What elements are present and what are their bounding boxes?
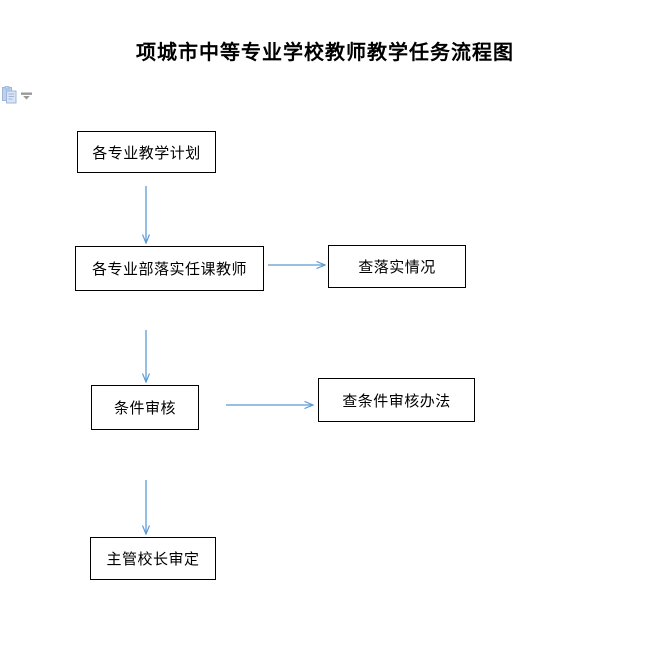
paste-options-clipboard-icon[interactable] [2,86,17,104]
flow-node-check-implementation[interactable]: 查落实情况 [328,245,466,288]
flow-node-label: 各专业部落实任课教师 [91,260,247,278]
flow-node-label: 主管校长审定 [106,550,200,568]
flow-node-label: 查落实情况 [358,258,436,276]
page-title: 项城市中等专业学校教师教学任务流程图 [136,42,514,64]
flow-node-label: 查条件审核办法 [342,391,451,410]
flow-node-label: 各专业教学计划 [92,143,201,162]
flow-node-condition-review[interactable]: 条件审核 [91,385,199,430]
chevron-down-icon[interactable] [21,92,32,100]
paste-options-tag[interactable] [2,86,36,106]
flow-node-teaching-plan[interactable]: 各专业教学计划 [77,131,216,173]
flow-node-assign-teachers[interactable]: 各专业部落实任课教师 [75,246,264,291]
flow-node-principal-approval[interactable]: 主管校长审定 [90,537,216,580]
flow-node-check-review-method[interactable]: 查条件审核办法 [318,378,475,422]
flow-node-label: 条件审核 [113,399,176,417]
